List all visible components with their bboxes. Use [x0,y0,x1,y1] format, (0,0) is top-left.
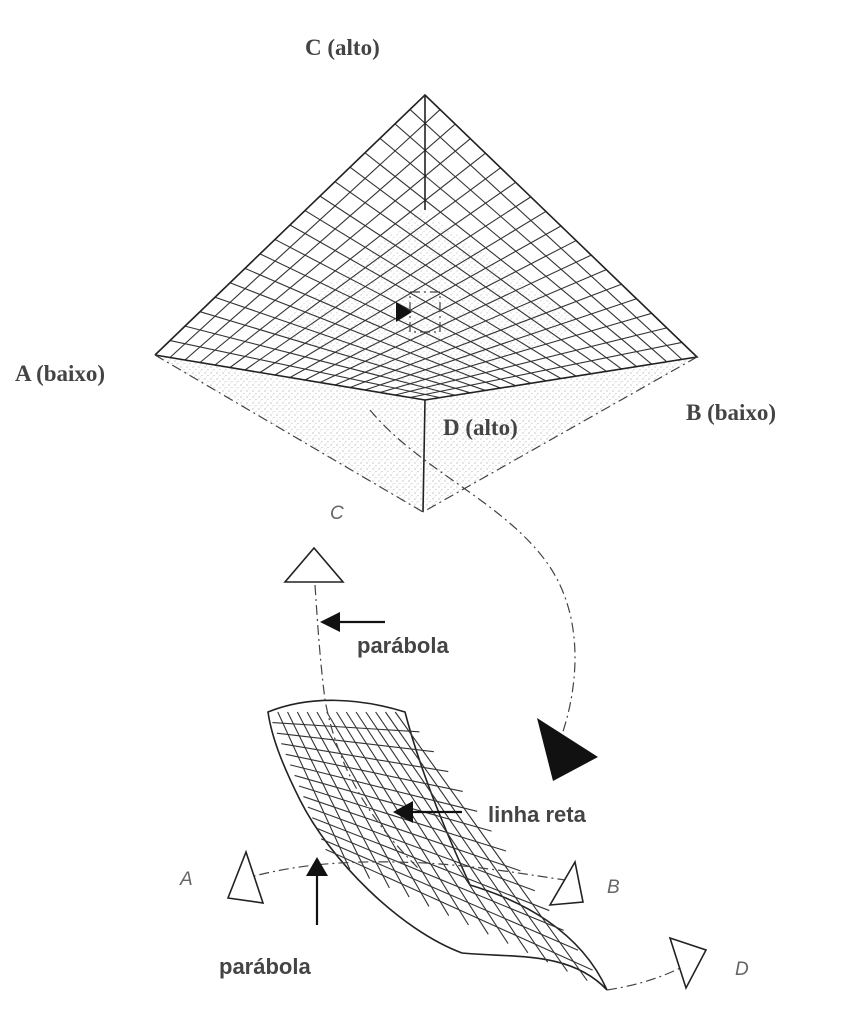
center-arrow-icon [396,302,412,322]
label-parabola-bottom: parábola [219,954,311,979]
mesh-line [325,848,593,971]
triangle-d-icon [668,936,708,991]
mesh-line [355,711,509,944]
label-parabola-top: parábola [357,633,449,658]
mesh-line [409,341,682,399]
mesh-line [375,711,549,963]
vertical-rib-bottom [422,399,426,513]
triangle-a-icon [226,849,265,904]
mesh-line [365,711,529,954]
mesh-line [384,711,568,972]
mesh-line [184,325,456,396]
lower-mesh [272,711,593,982]
saddle-outline [267,699,608,991]
transition-curve [369,409,576,741]
arrow-parabola-bottom-icon [306,857,328,876]
arrow-linha-reta-icon [393,801,413,823]
label-d-alto: D (alto) [443,415,518,440]
label-letter-a: A [179,869,193,890]
mesh-line [394,327,667,396]
mesh-line [320,838,579,951]
label-b-baixo: B (baixo) [686,400,776,425]
label-letter-d: D [735,959,749,980]
label-c-alto: C (alto) [305,35,380,60]
mesh-line [312,817,550,912]
mesh-line [394,711,588,982]
parabola-ab [239,861,566,881]
triangle-b-icon [548,859,584,906]
lower-diagram [226,546,708,991]
label-linha-reta: linha reta [488,802,587,827]
mesh-line [379,312,652,394]
upper-diagram [154,93,699,513]
mesh-line [303,796,521,872]
shaded-underside [155,355,697,512]
mesh-line [307,806,536,892]
mesh-line [169,340,441,399]
label-letter-b: B [607,877,620,898]
mesh-line [316,827,564,931]
label-a-baixo: A (baixo) [15,361,105,386]
triangle-top-icon [283,546,345,583]
transition-arrow-icon [537,718,598,781]
mesh-line [298,785,507,852]
parabola-axis-top [314,584,421,871]
arrow-parabola-top-icon [320,612,340,632]
dashed-edge-right [422,356,698,513]
dashed-edge-left [154,354,424,513]
label-small-c: C [330,503,344,524]
mesh-line [345,711,489,935]
